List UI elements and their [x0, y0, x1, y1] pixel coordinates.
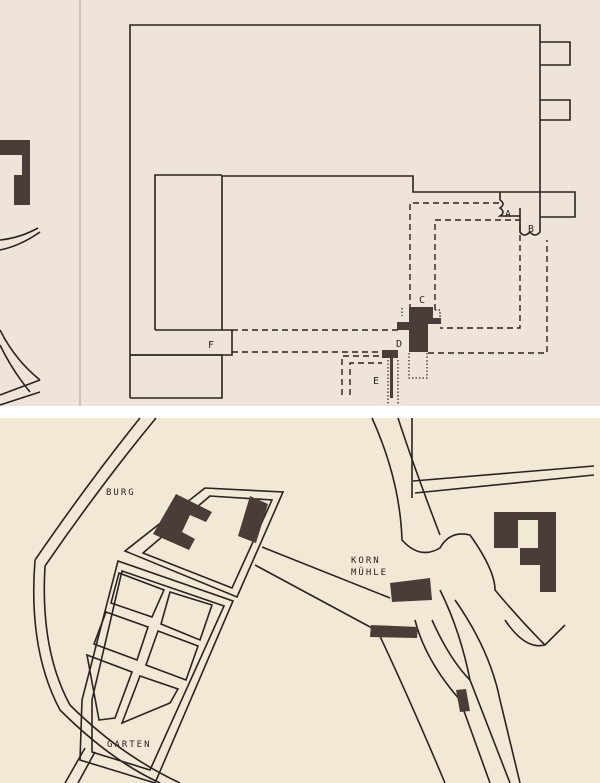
side-channel [411, 418, 595, 498]
top-plan-panel: A B C D E F [0, 0, 600, 406]
section-a-wall [497, 192, 520, 217]
label-e: E [373, 376, 379, 387]
left-page-road [0, 227, 41, 251]
road-north-west [34, 417, 157, 567]
river-south-bank [439, 589, 566, 783]
inner-courtyard-wall [221, 175, 540, 330]
building-d [382, 350, 398, 398]
left-page-building [0, 140, 30, 205]
label-burg: BURG [106, 488, 136, 498]
castle-enclosure-outer [123, 487, 285, 599]
label-a: A [505, 209, 511, 220]
foundation-line-3 [434, 219, 521, 329]
label-garten: GARTEN [107, 740, 152, 750]
dotted-outlines [387, 308, 441, 405]
mill-building-small [456, 689, 470, 712]
building-c [397, 307, 441, 352]
road-garden-edge [32, 559, 181, 783]
label-d: D [396, 339, 402, 350]
garden-outer [79, 559, 235, 783]
label-f: F [208, 340, 214, 351]
castle-building [153, 494, 212, 550]
avenue-to-mill [254, 546, 391, 629]
label-korn: KORN [351, 556, 381, 566]
road-south [64, 747, 96, 783]
left-page-river [0, 329, 41, 406]
label-b: B [528, 224, 534, 235]
east-annexes [540, 41, 576, 218]
mill-building-south [370, 625, 418, 638]
foundation-line-2 [409, 202, 502, 310]
river-north-bank [371, 417, 546, 646]
south-west-block [130, 354, 223, 399]
foundation-line-5 [341, 355, 382, 395]
foundation-line-4 [232, 240, 548, 354]
main-building-outline [129, 24, 541, 398]
mill-road [377, 631, 446, 783]
east-building [494, 512, 556, 592]
garden-path-border [91, 569, 226, 771]
left-wing-wall [154, 174, 222, 330]
mill-building-north [390, 578, 432, 602]
castle-annex [238, 496, 268, 543]
label-muehle: MÜHLE [351, 567, 388, 578]
bottom-map-panel: BURG KORN MÜHLE GARTEN [0, 417, 600, 783]
label-c: C [419, 295, 425, 306]
garden-beds [85, 571, 214, 725]
